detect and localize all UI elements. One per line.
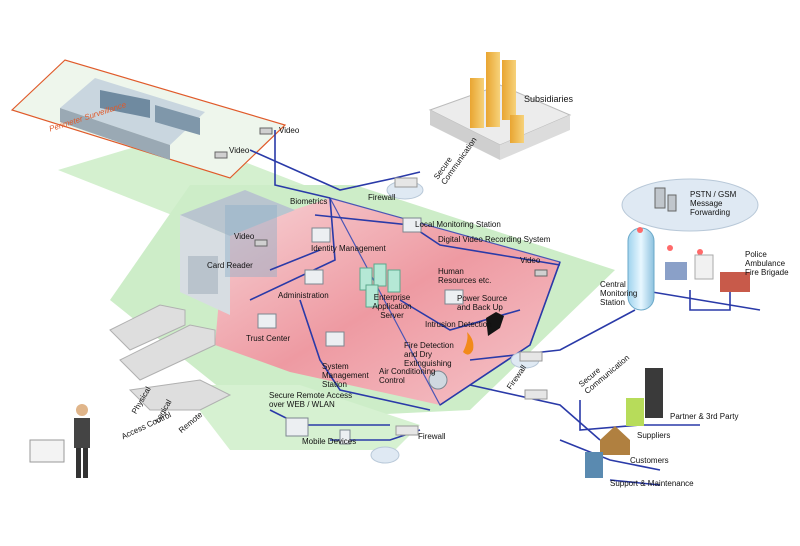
label-video-1: Video [279, 126, 300, 135]
intruder-icon [486, 312, 504, 336]
label-customers: Customers [630, 456, 669, 465]
antenna-tower-icon [637, 227, 703, 255]
label-video-3: Video [234, 232, 255, 241]
camera-icon [214, 127, 548, 277]
network-lines [249, 130, 761, 486]
building-icon [585, 368, 663, 478]
label-firewall-bottom: Firewall [418, 432, 446, 441]
label-intrusion: Intrusion Detection [425, 320, 492, 329]
label-local-monitoring: Local Monitoring Station [415, 220, 501, 229]
perimeter-surveillance-area [10, 59, 287, 179]
label-administration: Administration [278, 291, 329, 300]
label-partner: Partner & 3rd Party [670, 412, 739, 421]
firewall-device-icon [394, 177, 548, 436]
label-biometrics: Biometrics [290, 197, 328, 206]
label-sys-mgmt: System Management Station [322, 362, 369, 389]
label-support: Support & Maintenance [610, 479, 694, 488]
fire-icon [463, 332, 474, 355]
label-pstn: PSTN / GSM Message Forwarding [690, 190, 737, 217]
label-trust-center: Trust Center [246, 334, 291, 343]
house-icon [600, 426, 630, 455]
label-video-4: Video [520, 256, 541, 265]
label-air-cond: Air Conditioning Control [379, 367, 436, 385]
phone-icon [654, 187, 677, 212]
label-emergency: Police Ambulance Fire Brigade [745, 250, 789, 277]
label-fire-detection: Fire Detection and Dry Extinguishing [404, 341, 454, 368]
label-power-source: Power Source and Back Up [457, 294, 508, 312]
fan-icon [428, 370, 448, 390]
label-card-reader: Card Reader [207, 261, 253, 270]
label-secure-remote: Secure Remote Access over WEB / WLAN [269, 391, 353, 409]
label-video-2: Video [229, 146, 250, 155]
label-central-monitoring: Central Monitoring Station [600, 280, 638, 307]
emergency-buildings-icon [665, 254, 750, 292]
label-firewall-top: Firewall [368, 193, 396, 202]
label-identity-mgmt: Identity Management [311, 244, 386, 253]
label-subsidiaries: Subsidiaries [524, 94, 574, 104]
label-enterprise-server: Enterprise Application Server [372, 293, 412, 320]
computer-icon [257, 217, 464, 445]
label-human-resources: Human Resources etc. [438, 267, 492, 285]
subsidiaries-building-icon [428, 52, 572, 160]
label-suppliers: Suppliers [637, 431, 671, 440]
server-rack-icon [359, 263, 401, 308]
access-area [180, 190, 295, 315]
access-control-arrows [109, 304, 232, 411]
label-mobile-devices: Mobile Devices [302, 437, 357, 446]
person-icon [29, 404, 90, 478]
label-dvr: Digital Video Recording System [438, 235, 551, 244]
